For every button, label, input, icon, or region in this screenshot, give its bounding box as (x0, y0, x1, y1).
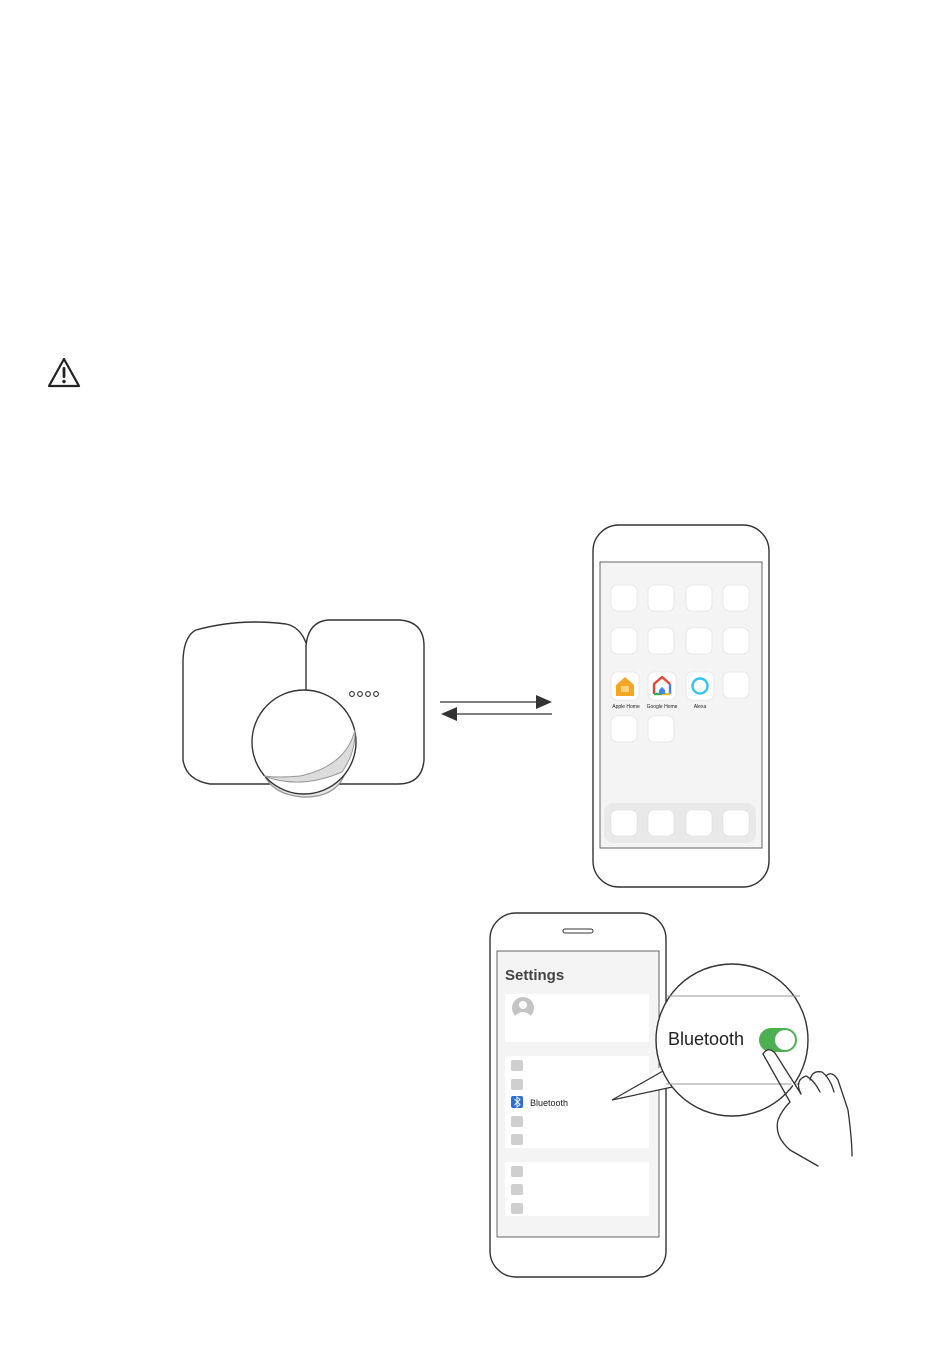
app-icon-placeholder[interactable] (686, 628, 712, 654)
bidirectional-arrows (440, 695, 552, 721)
smart-speakers-illustration (183, 620, 424, 797)
app-icon-placeholder[interactable] (686, 585, 712, 611)
bluetooth-icon (511, 1096, 523, 1108)
dock-app-icon[interactable] (723, 810, 749, 836)
app-icon-placeholder[interactable] (648, 716, 674, 742)
app-label-alexa: Alexa (694, 704, 707, 710)
app-icon-placeholder[interactable] (611, 628, 637, 654)
settings-group-1 (505, 1056, 649, 1148)
settings-group-2 (505, 1162, 649, 1216)
app-icon-placeholder[interactable] (611, 585, 637, 611)
phone-settings-screen: Settings Bluetooth (490, 913, 666, 1277)
dock-app-icon[interactable] (611, 810, 637, 836)
bluetooth-row-label[interactable]: Bluetooth (530, 1098, 568, 1108)
app-icon-placeholder[interactable] (648, 585, 674, 611)
app-icon-placeholder[interactable] (723, 672, 749, 698)
dock-app-icon[interactable] (686, 810, 712, 836)
zoom-bluetooth-label: Bluetooth (668, 1029, 744, 1049)
alexa-icon[interactable] (686, 672, 714, 700)
app-icon-placeholder[interactable] (723, 585, 749, 611)
dock-app-icon[interactable] (648, 810, 674, 836)
settings-title: Settings (505, 967, 564, 984)
apple-home-icon[interactable] (611, 672, 639, 700)
app-icon-placeholder[interactable] (648, 628, 674, 654)
bluetooth-toggle[interactable] (759, 1028, 797, 1052)
google-home-icon[interactable] (648, 672, 676, 700)
app-label-apple-home: Apple Home (612, 704, 640, 710)
phone-home-screen: Apple Home Google Home Alexa (593, 525, 769, 887)
app-icon-placeholder[interactable] (611, 716, 637, 742)
avatar-icon (512, 997, 534, 1019)
speaker-round (252, 690, 356, 797)
app-icon-placeholder[interactable] (723, 628, 749, 654)
pointing-hand-icon (763, 1050, 852, 1166)
app-label-google-home: Google Home (647, 704, 678, 710)
